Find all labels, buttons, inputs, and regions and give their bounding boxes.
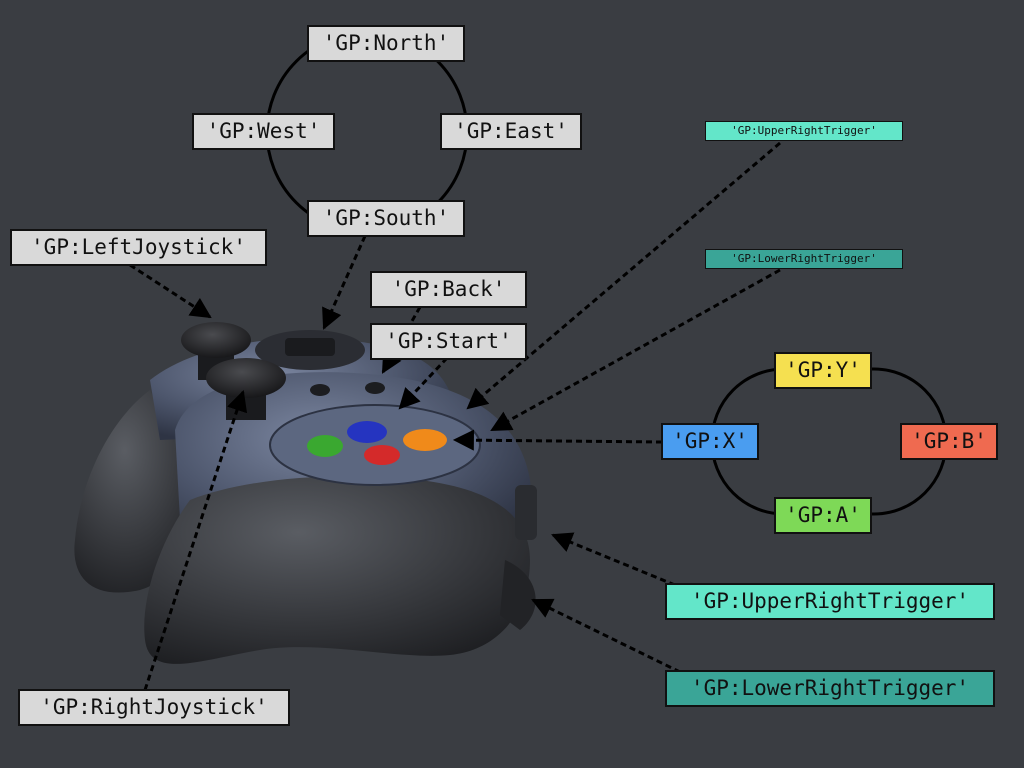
label-lower-right-trigger-small: 'GP:LowerRightTrigger' xyxy=(705,249,903,269)
label-y: 'GP:Y' xyxy=(774,352,872,389)
label-start: 'GP:Start' xyxy=(370,323,527,360)
label-a: 'GP:A' xyxy=(774,497,872,534)
label-back: 'GP:Back' xyxy=(370,271,527,308)
connector-lines xyxy=(129,141,781,691)
label-upper-right-trigger-small: 'GP:UpperRightTrigger' xyxy=(705,121,903,141)
label-lower-right-trigger: 'GP:LowerRightTrigger' xyxy=(665,670,995,707)
label-upper-right-trigger: 'GP:UpperRightTrigger' xyxy=(665,583,995,620)
label-b: 'GP:B' xyxy=(900,423,998,460)
label-west: 'GP:West' xyxy=(192,113,335,150)
label-east: 'GP:East' xyxy=(440,113,582,150)
label-right-joystick: 'GP:RightJoystick' xyxy=(18,689,290,726)
label-left-joystick: 'GP:LeftJoystick' xyxy=(10,229,267,266)
gamepad-image xyxy=(74,322,537,664)
label-south: 'GP:South' xyxy=(307,200,465,237)
label-north: 'GP:North' xyxy=(307,25,465,62)
label-x: 'GP:X' xyxy=(661,423,759,460)
